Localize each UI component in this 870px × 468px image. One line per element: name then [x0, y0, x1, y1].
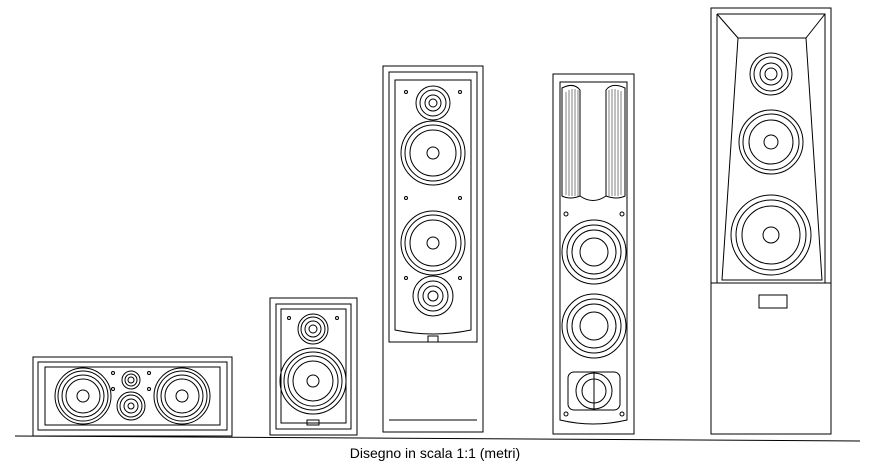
woofer-icon	[561, 219, 627, 285]
slim-tower-speaker	[552, 73, 635, 435]
tweeter-icon	[121, 370, 141, 390]
woofer-icon	[279, 347, 347, 415]
midrange-icon	[116, 391, 146, 421]
tweeter-icon	[567, 371, 621, 411]
scale-caption: Disegno in scala 1:1 (metri)	[349, 445, 521, 461]
woofer-icon	[400, 210, 466, 276]
grille-icon	[561, 84, 626, 201]
woofer-icon	[400, 120, 466, 186]
port-icon	[412, 275, 454, 317]
woofer-icon	[54, 367, 112, 425]
tweeter-icon	[749, 52, 793, 96]
tweeter-icon	[297, 313, 329, 345]
floor-line	[14, 435, 861, 442]
tweeter-icon	[415, 85, 451, 121]
midrange-icon	[738, 109, 804, 175]
center-channel-speaker	[32, 356, 233, 437]
woofer-icon	[153, 367, 211, 425]
floor-standing-speaker	[382, 65, 484, 433]
bookshelf-speaker	[269, 297, 358, 436]
tapered-tower-speaker	[710, 7, 832, 435]
woofer-icon	[561, 293, 627, 359]
woofer-icon	[730, 194, 812, 276]
